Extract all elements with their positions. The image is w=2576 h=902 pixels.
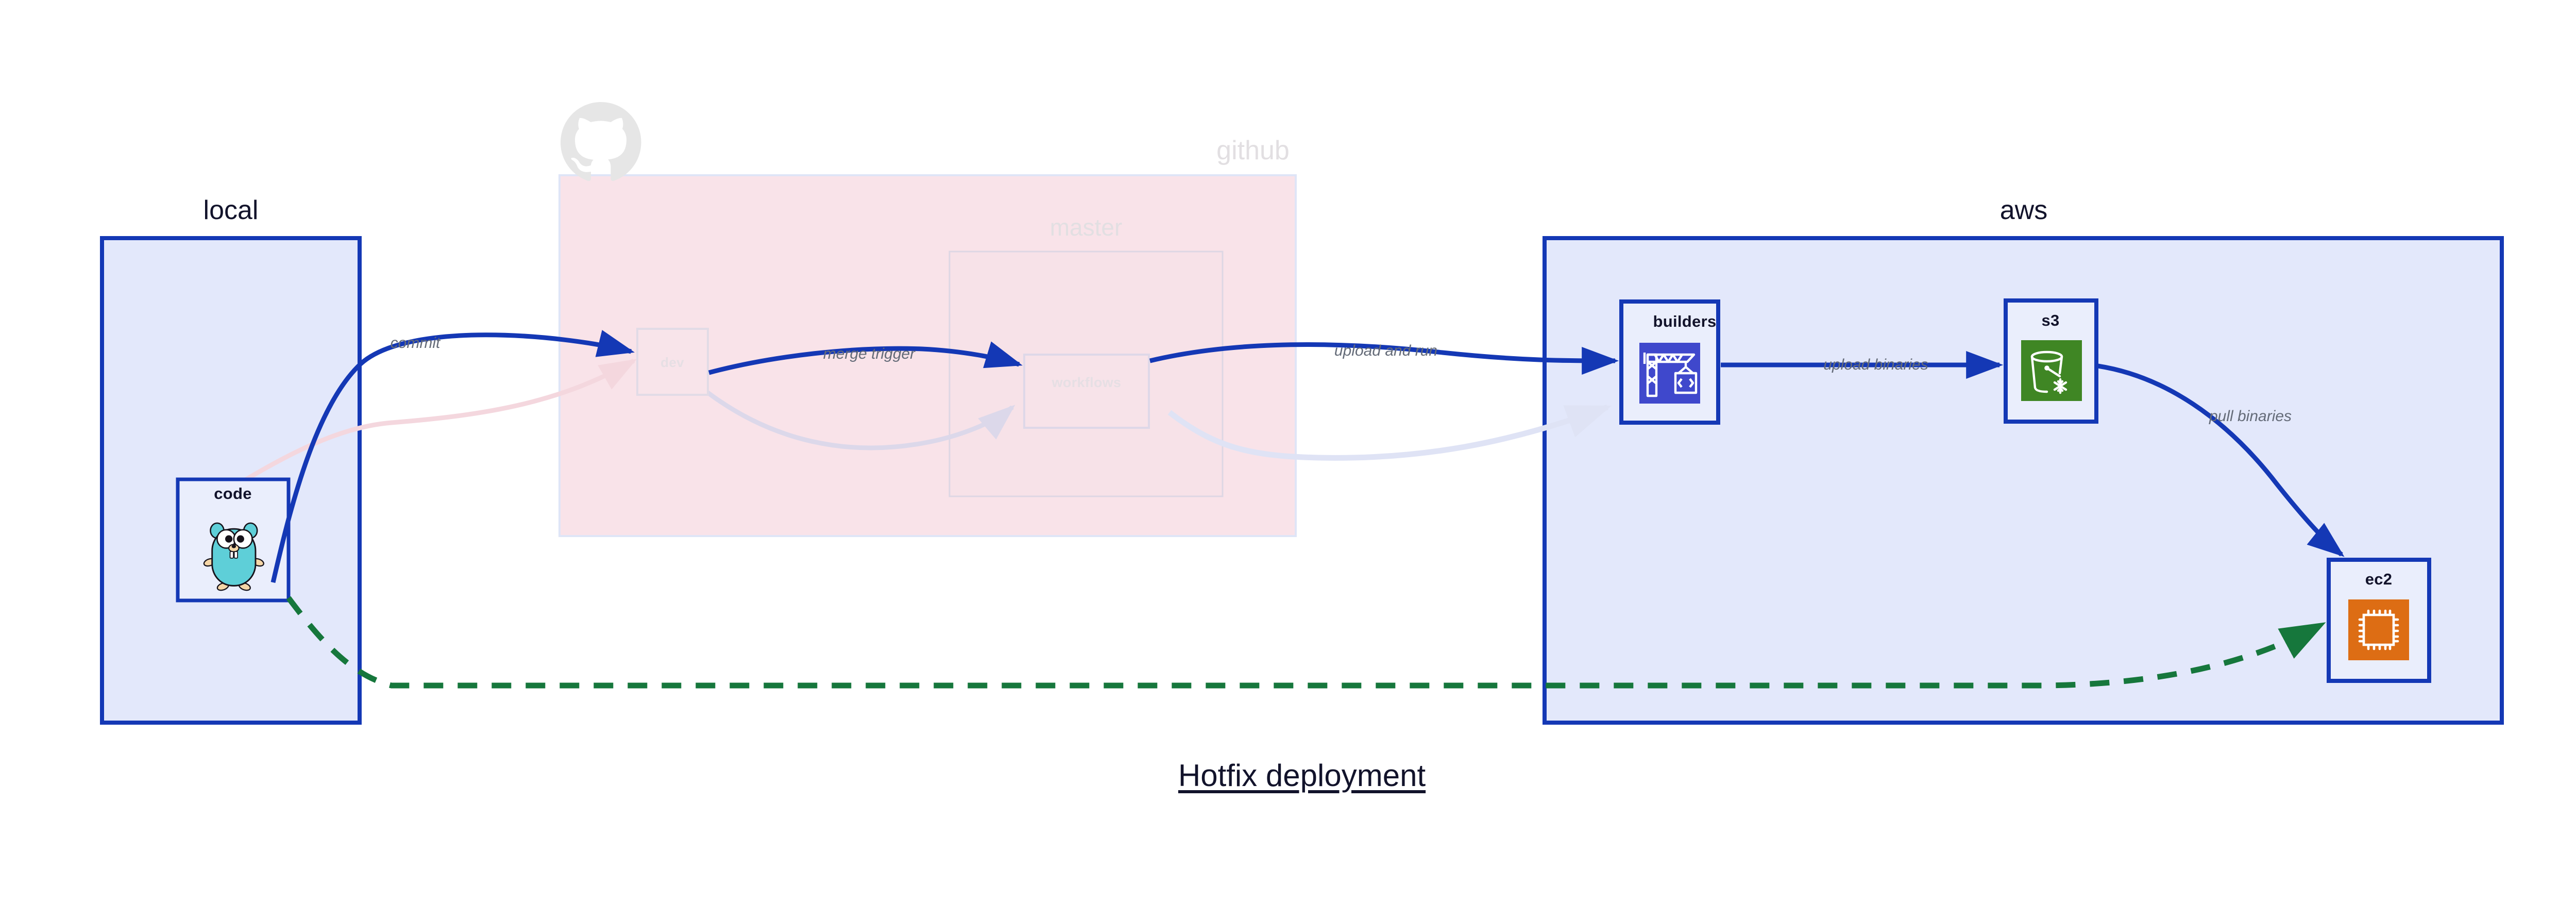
zone-label-aws: aws (1999, 195, 2048, 225)
node-label-ec2: ec2 (2365, 570, 2393, 588)
zone-label-local: local (203, 195, 259, 225)
go-gopher-icon (203, 522, 264, 591)
crane-code-icon (1639, 343, 1700, 404)
edge-label-upload-and-run: upload and run (1334, 342, 1438, 359)
node-label-code: code (214, 485, 252, 503)
edge-label-commit: commit (390, 335, 440, 352)
edge-merge-trigger (708, 341, 1023, 375)
ec2-cpu-chip-icon (2348, 599, 2409, 660)
edge-commit (270, 330, 635, 583)
edge-label-merge-trigger: merge trigger (823, 345, 916, 362)
edge-upload-and-run (1149, 342, 1619, 375)
diagram-title: Hotfix deployment (1178, 758, 1426, 793)
edge-hotfix-direct (286, 596, 2326, 689)
zone-label-github: github (1216, 136, 1290, 165)
s3-glacier-bucket-icon (2021, 340, 2082, 401)
edge-pull-binaries (2097, 363, 2345, 557)
node-label-workflows: workflows (1052, 375, 1122, 390)
edge-label-pull-binaries: pull binaries (2209, 408, 2292, 425)
node-box-dev[interactable] (636, 328, 709, 396)
node-label-builders: builders (1653, 312, 1717, 330)
node-label-s3: s3 (2041, 311, 2060, 329)
node-box-workflows[interactable] (1023, 354, 1150, 429)
node-label-dev: dev (660, 355, 684, 370)
edge-label-upload-binaries: upload binaries (1823, 356, 1928, 373)
node-box-ec2[interactable] (2327, 558, 2431, 683)
edge-faded-code-dev (179, 359, 637, 523)
edge-faded-dev-workflows (702, 387, 1015, 450)
edge-faded-workflows-builders (1167, 404, 1612, 461)
github-octocat-icon (561, 102, 641, 181)
subzone-label-master: master (1049, 214, 1123, 241)
